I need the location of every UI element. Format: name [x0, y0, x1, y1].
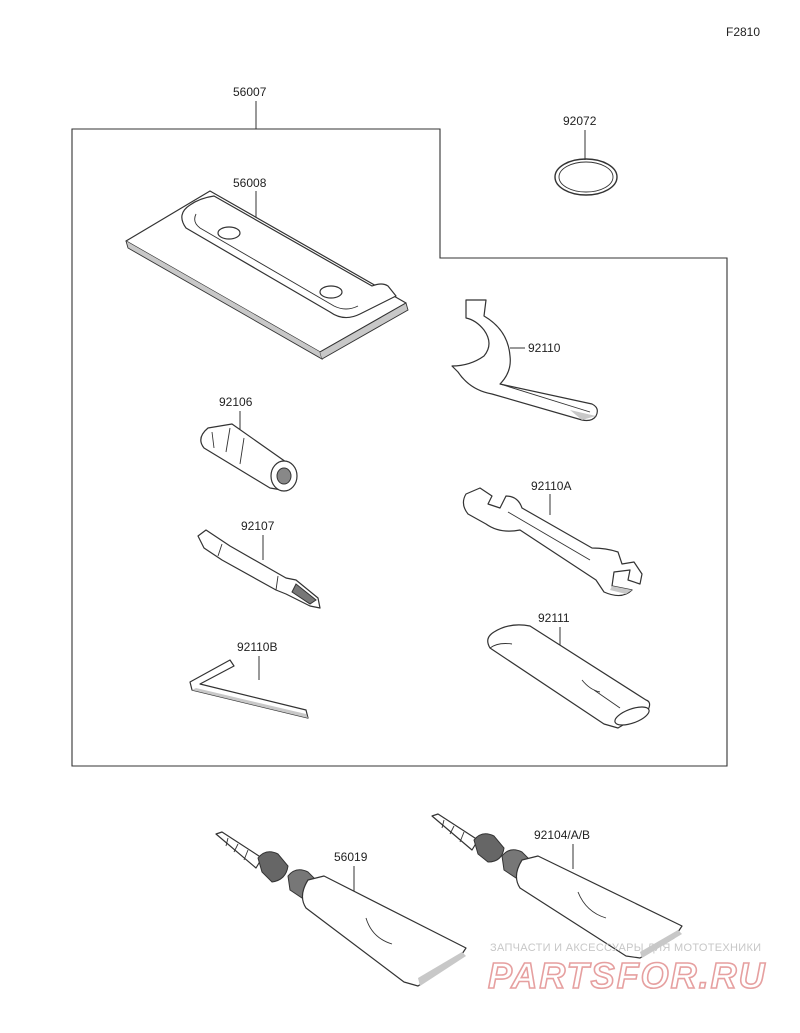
- figure-code: F2810: [726, 25, 760, 39]
- hook-wrench-part: [451, 299, 598, 422]
- part-label-56007[interactable]: 56007: [233, 85, 267, 99]
- part-label-92072[interactable]: 92072: [563, 114, 597, 128]
- part-label-92110A[interactable]: 92110A: [531, 479, 571, 493]
- part-label-92110B[interactable]: 92110B: [237, 640, 277, 654]
- watermark-brand: PARTSFOR.RU: [488, 955, 767, 996]
- socket-part: [200, 423, 298, 492]
- hex-key-part: [189, 659, 309, 719]
- part-label-92111[interactable]: 92111: [538, 611, 570, 625]
- part-label-92107[interactable]: 92107: [241, 519, 275, 533]
- tool-case-part: [125, 190, 409, 360]
- grease-tube-right-part: [431, 813, 683, 959]
- screwdriver-part: [197, 529, 321, 609]
- part-label-56019[interactable]: 56019: [334, 850, 368, 864]
- part-label-92110[interactable]: 92110: [528, 341, 561, 355]
- part-label-92106[interactable]: 92106: [219, 395, 253, 409]
- grease-tube-left-part: [215, 831, 467, 987]
- part-label-92104AB[interactable]: 92104/A/B: [534, 828, 590, 842]
- kit-outline: [71, 128, 728, 767]
- watermark-tagline: ЗАПЧАСТИ И АКСЕССУАРЫ ДЛЯ МОТОТЕХНИКИ: [490, 942, 761, 954]
- part-label-56008[interactable]: 56008: [233, 176, 267, 190]
- tube-handle-part: [487, 624, 651, 729]
- oring-part: [554, 158, 618, 196]
- open-wrench-part: [462, 487, 643, 597]
